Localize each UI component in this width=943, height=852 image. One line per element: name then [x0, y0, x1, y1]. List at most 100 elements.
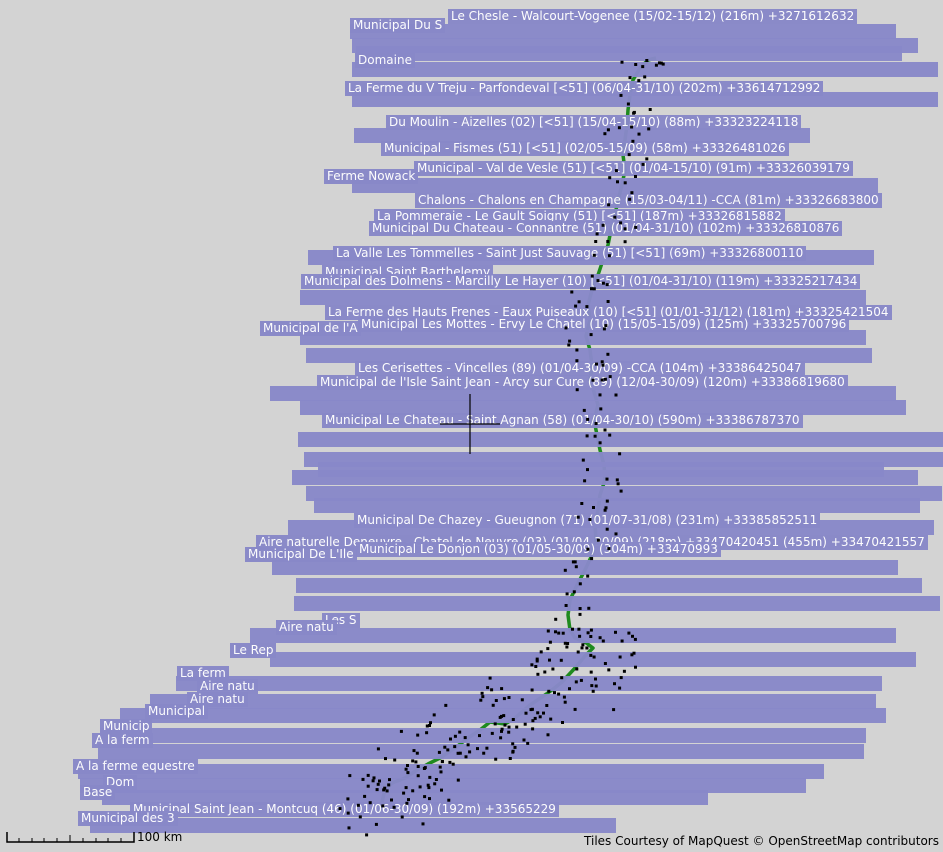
- campsite-point[interactable]: [446, 748, 450, 752]
- campsite-point[interactable]: [545, 704, 549, 707]
- campsite-point[interactable]: [637, 79, 641, 83]
- campsite-point[interactable]: [647, 127, 651, 131]
- campsite-point[interactable]: [464, 755, 468, 759]
- campsite-point[interactable]: [577, 300, 581, 304]
- campsite-point[interactable]: [399, 729, 403, 733]
- campsite-point[interactable]: [586, 574, 590, 578]
- campsite-point[interactable]: [548, 640, 552, 644]
- campsite-point[interactable]: [613, 682, 616, 686]
- campsite-point[interactable]: [614, 630, 617, 634]
- campsite-point[interactable]: [533, 716, 537, 720]
- campsite-point[interactable]: [582, 408, 586, 412]
- campsite-point[interactable]: [590, 274, 594, 278]
- campsite-point[interactable]: [648, 108, 652, 111]
- campsite-point[interactable]: [520, 698, 524, 702]
- campsite-point[interactable]: [376, 747, 380, 751]
- campsite-point[interactable]: [592, 287, 596, 291]
- campsite-point[interactable]: [447, 798, 451, 802]
- campsite-point[interactable]: [607, 203, 611, 207]
- campsite-point[interactable]: [507, 696, 511, 699]
- campsite-point[interactable]: [449, 737, 452, 741]
- campsite-point[interactable]: [575, 667, 579, 671]
- campsite-point[interactable]: [554, 630, 557, 634]
- campsite-point[interactable]: [539, 650, 543, 654]
- campsite-label[interactable]: La Ferme des Hauts Frenes - Eaux Puiseau…: [325, 305, 892, 320]
- campsite-point[interactable]: [572, 590, 576, 594]
- campsite-point[interactable]: [618, 655, 622, 659]
- campsite-point[interactable]: [592, 253, 596, 257]
- campsite-point[interactable]: [524, 711, 528, 715]
- campsite-label[interactable]: Aire natu: [197, 679, 258, 694]
- campsite-point[interactable]: [617, 126, 621, 130]
- campsite-point[interactable]: [358, 815, 362, 819]
- campsite-point[interactable]: [590, 557, 594, 561]
- campsite-point[interactable]: [529, 708, 533, 712]
- campsite-point[interactable]: [566, 642, 570, 645]
- campsite-point[interactable]: [574, 304, 578, 308]
- campsite-point[interactable]: [614, 393, 618, 397]
- campsite-point[interactable]: [522, 738, 526, 742]
- campsite-point[interactable]: [385, 789, 389, 793]
- campsite-point[interactable]: [585, 646, 589, 650]
- campsite-point[interactable]: [596, 279, 600, 283]
- campsite-point[interactable]: [434, 778, 438, 781]
- campsite-point[interactable]: [589, 670, 593, 674]
- campsite-point[interactable]: [564, 604, 568, 607]
- campsite-point[interactable]: [507, 730, 511, 734]
- campsite-point[interactable]: [502, 714, 506, 718]
- campsite-label[interactable]: Ferme Nowack: [324, 169, 419, 184]
- campsite-point[interactable]: [423, 795, 427, 799]
- campsite-point[interactable]: [368, 801, 372, 805]
- campsite-point[interactable]: [586, 631, 590, 635]
- campsite-point[interactable]: [432, 713, 436, 717]
- campsite-point[interactable]: [565, 645, 569, 649]
- campsite-point[interactable]: [535, 659, 539, 663]
- campsite-point[interactable]: [478, 734, 481, 738]
- campsite-point[interactable]: [456, 751, 460, 755]
- campsite-point[interactable]: [536, 711, 540, 715]
- campsite-point[interactable]: [387, 783, 391, 787]
- campsite-label[interactable]: Municipal des 3: [78, 811, 178, 826]
- campsite-point[interactable]: [564, 326, 568, 330]
- campsite-point[interactable]: [594, 240, 598, 243]
- campsite-point[interactable]: [585, 434, 589, 438]
- campsite-point[interactable]: [595, 232, 599, 236]
- campsite-point[interactable]: [453, 745, 457, 749]
- campsite-point[interactable]: [615, 478, 619, 482]
- campsite-label[interactable]: La Pommeraie - Le Gault Soigny (51) [<51…: [374, 209, 785, 224]
- campsite-point[interactable]: [546, 629, 550, 633]
- campsite-point[interactable]: [338, 807, 342, 811]
- campsite-point[interactable]: [347, 826, 351, 830]
- campsite-point[interactable]: [593, 434, 597, 438]
- campsite-point[interactable]: [575, 359, 579, 363]
- campsite-point[interactable]: [433, 782, 437, 786]
- campsite-point[interactable]: [618, 452, 622, 456]
- campsite-point[interactable]: [553, 691, 556, 695]
- campsite-point[interactable]: [589, 635, 593, 638]
- campsite-point[interactable]: [365, 833, 369, 837]
- campsite-point[interactable]: [580, 646, 584, 650]
- campsite-point[interactable]: [535, 657, 539, 661]
- campsite-point[interactable]: [392, 805, 396, 809]
- campsite-point[interactable]: [592, 506, 595, 509]
- campsite-point[interactable]: [606, 300, 610, 303]
- campsite-point[interactable]: [571, 627, 574, 631]
- campsite-point[interactable]: [448, 760, 452, 764]
- campsite-point[interactable]: [563, 700, 567, 704]
- campsite-label[interactable]: La Valle Les Tommelles - Saint Just Sauv…: [333, 246, 807, 261]
- campsite-point[interactable]: [346, 797, 350, 801]
- campsite-point[interactable]: [634, 225, 638, 229]
- campsite-point[interactable]: [531, 727, 535, 731]
- campsite-point[interactable]: [560, 676, 564, 680]
- campsite-point[interactable]: [463, 736, 467, 740]
- campsite-point[interactable]: [603, 508, 607, 512]
- campsite-label[interactable]: Aire natu: [276, 620, 337, 635]
- campsite-point[interactable]: [557, 692, 561, 696]
- campsite-point[interactable]: [542, 711, 545, 715]
- campsite-point[interactable]: [468, 750, 472, 754]
- campsite-point[interactable]: [645, 157, 649, 161]
- campsite-point[interactable]: [641, 162, 645, 166]
- campsite-point[interactable]: [581, 643, 585, 647]
- campsite-point[interactable]: [574, 680, 578, 684]
- campsite-point[interactable]: [381, 804, 385, 808]
